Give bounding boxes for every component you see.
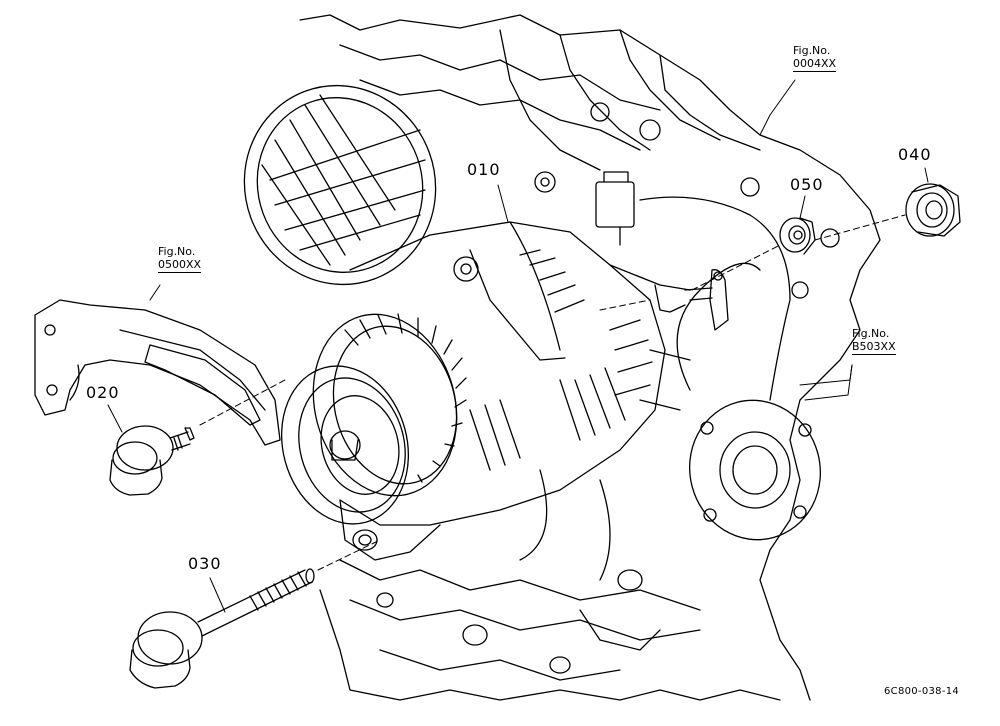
- mounting-bracket: [35, 300, 280, 445]
- fig-ref-number: 0500XX: [158, 258, 202, 274]
- fig-ref-b503xx: Fig.No. B503XX: [852, 327, 896, 356]
- fig-ref-label: Fig.No.: [852, 327, 890, 340]
- part-label-050: 050: [790, 175, 824, 194]
- engine-block: [217, 15, 880, 700]
- fig-ref-number: 0004XX: [793, 57, 837, 73]
- fig-ref-0500xx: Fig.No. 0500XX: [158, 245, 202, 274]
- part-label-020: 020: [86, 383, 120, 402]
- alternator: [264, 222, 712, 560]
- nut-040: [906, 184, 960, 236]
- fig-ref-label: Fig.No.: [793, 44, 831, 57]
- terminal-wire: [640, 197, 790, 400]
- drawing-code: 6C800-038-14: [884, 686, 960, 697]
- fig-ref-number: B503XX: [852, 340, 896, 356]
- part-label-030: 030: [188, 554, 222, 573]
- bolt-030: [130, 569, 314, 688]
- part-label-010: 010: [467, 160, 501, 179]
- part-label-040: 040: [898, 145, 932, 164]
- bolt-020: [110, 426, 194, 495]
- leader-lines: [108, 80, 928, 612]
- washer-050: [780, 218, 815, 254]
- fig-ref-0004xx: Fig.No. 0004XX: [793, 44, 837, 73]
- fig-ref-label: Fig.No.: [158, 245, 196, 258]
